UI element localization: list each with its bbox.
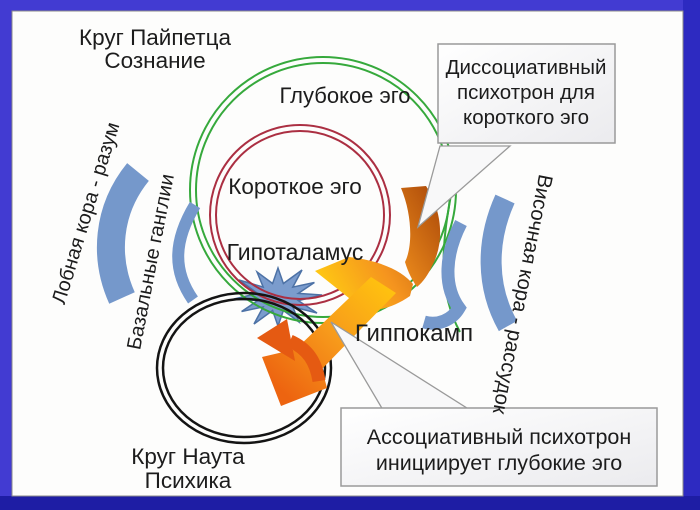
callout-pointer-icon-dissociative <box>416 145 512 229</box>
callout-dissociative-line3: короткого эго <box>463 106 589 129</box>
nauta-circle-outer <box>155 291 333 445</box>
short-ego-circle-inner <box>215 130 385 300</box>
short-ego-label: Короткое эго <box>228 174 362 199</box>
curved-arrow-icon-associative <box>262 277 396 406</box>
crescent-cortex-icon-basal <box>172 201 201 304</box>
callout-associative-box <box>340 407 658 487</box>
callout-associative-line2: инициирует глубокие эго <box>376 451 622 475</box>
short-ego-circle-outer <box>209 124 391 306</box>
nauta-title-line1: Круг Наута <box>131 444 245 469</box>
papez-title-line1: Круг Пайпетца <box>79 25 231 50</box>
hypothalamus-label: Гипоталамус <box>227 239 364 265</box>
frame-border-bottom <box>0 496 700 510</box>
callout-dissociative-line2: психотрон для <box>457 81 595 104</box>
callout-dissociative-line1: Диссоциативный <box>446 56 607 79</box>
frame-border-right <box>683 0 700 510</box>
callout-dissociative: Диссоциативный психотрон для короткого э… <box>437 43 616 144</box>
curved-arrow-icon-small-head <box>257 319 295 361</box>
hippocampus-label: Гиппокамп <box>355 320 473 347</box>
deep-ego-label: Глубокое эго <box>279 83 410 108</box>
crescent-cortex-icon-frontal <box>96 163 150 304</box>
callout-associative: Ассоциативный психотрон инициирует глубо… <box>340 407 658 487</box>
papez-title-line2: Сознание <box>104 48 205 73</box>
crescent-cortex-icon-temporal <box>480 194 518 332</box>
crescent-cortex-icon-hippocampus <box>422 220 467 330</box>
callout-associative-line1: Ассоциативный психотрон <box>367 425 631 449</box>
nauta-circle-inner <box>161 297 327 439</box>
nauta-title-line2: Психика <box>145 468 232 493</box>
callout-dissociative-box <box>437 43 616 144</box>
curved-arrow-icon-small-body <box>287 335 326 383</box>
